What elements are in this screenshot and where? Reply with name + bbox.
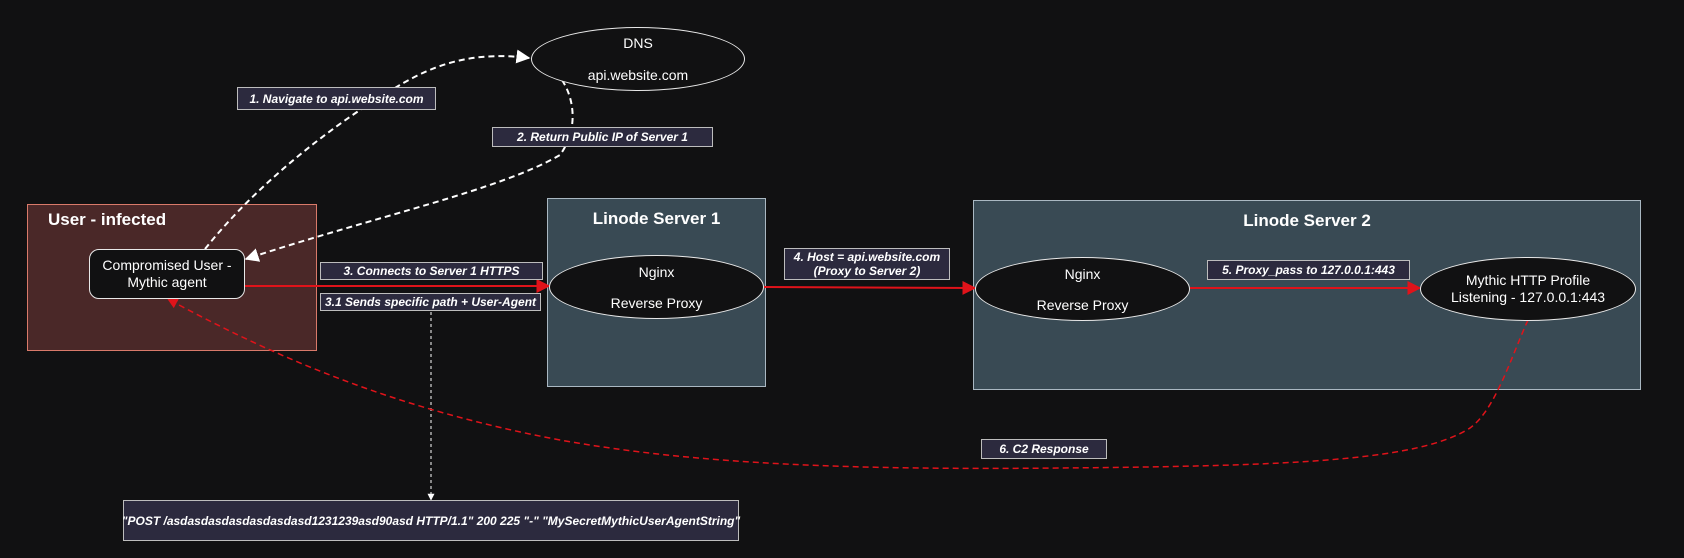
nginx-server-1-node: Nginx Reverse Proxy (549, 255, 764, 319)
dns-node: DNS api.website.com (531, 27, 745, 91)
compromised-user-line1: Compromised User - (102, 257, 232, 273)
nginx-server-2-title: Nginx (1064, 265, 1101, 282)
edge-c2-response (167, 298, 1529, 470)
label-host-line2: (Proxy to Server 2) (813, 264, 921, 278)
mythic-line2: Listening - 127.0.0.1:443 (1450, 289, 1606, 305)
linode-server-2-title: Linode Server 2 (1243, 211, 1371, 230)
label-c2-response: 6. C2 Response (981, 439, 1107, 459)
nginx-server-1-role: Reverse Proxy (610, 294, 703, 311)
dns-domain: api.website.com (587, 67, 689, 83)
mythic-line1: Mythic HTTP Profile (1465, 272, 1591, 288)
label-sends-path: 3.1 Sends specific path + User-Agent (320, 293, 541, 311)
label-host-line1: 4. Host = api.website.com (793, 250, 941, 264)
label-navigate: 1. Navigate to api.website.com (237, 87, 436, 110)
mythic-http-profile-node: Mythic HTTP Profile Listening - 127.0.0.… (1420, 257, 1636, 321)
label-connects: 3. Connects to Server 1 HTTPS (320, 262, 543, 280)
nginx-server-1-title: Nginx (638, 263, 675, 280)
user-infected-title: User - infected (48, 210, 167, 229)
compromised-user-line2: Mythic agent (127, 274, 207, 290)
label-host: 4. Host = api.website.com (Proxy to Serv… (784, 248, 950, 280)
label-proxy-pass: 5. Proxy_pass to 127.0.0.1:443 (1207, 260, 1410, 280)
compromised-user-node: Compromised User - Mythic agent (89, 249, 245, 299)
dns-title: DNS (623, 35, 653, 51)
edge-host (763, 280, 977, 295)
edge-return-ip (244, 79, 574, 262)
label-return-ip: 2. Return Public IP of Server 1 (492, 127, 713, 147)
user-infected-group: User - infected (27, 204, 317, 351)
linode-server-1-title: Linode Server 1 (592, 209, 721, 228)
nginx-server-2-role: Reverse Proxy (1036, 296, 1129, 313)
edge-navigate (204, 49, 531, 250)
nginx-server-2-node: Nginx Reverse Proxy (975, 257, 1190, 321)
access-log-entry: "POST /asdasdasdasdasdasdasd1231239asd90… (122, 500, 740, 541)
